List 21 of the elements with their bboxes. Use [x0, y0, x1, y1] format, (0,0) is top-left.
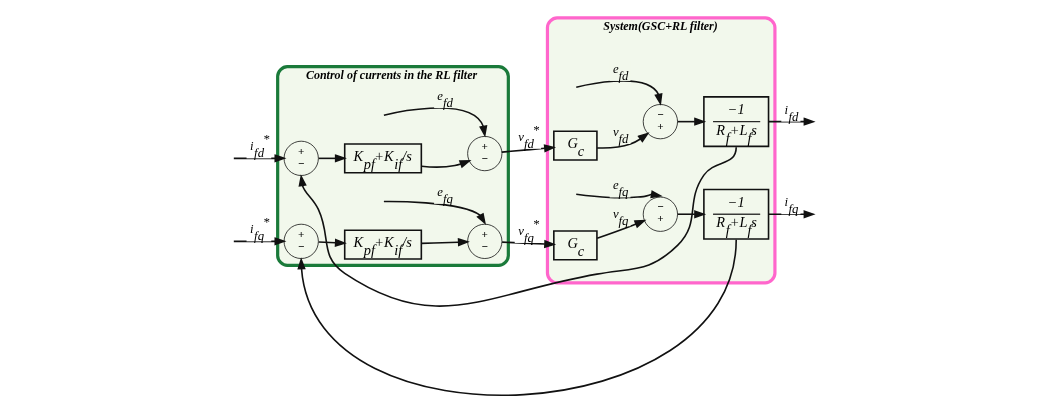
- arrow: [575, 190, 663, 199]
- arrow: [420, 238, 470, 247]
- arrow: [383, 200, 486, 226]
- arrow: [676, 210, 707, 219]
- arrow: [767, 210, 816, 219]
- arrow: [298, 146, 737, 307]
- arrow: [233, 154, 287, 163]
- node-circle: + −: [283, 140, 319, 176]
- arrow: [596, 219, 647, 240]
- node-circle: + −: [283, 223, 319, 259]
- arrow: [501, 239, 557, 249]
- arrow: [575, 80, 663, 106]
- arrow: [596, 132, 650, 149]
- node-circle: − +: [642, 104, 678, 140]
- node-circle: − +: [642, 196, 678, 232]
- node-circle: + −: [467, 136, 503, 172]
- node-circle: + −: [467, 223, 503, 259]
- arrow: [767, 117, 816, 126]
- arrow: [383, 107, 488, 138]
- arrow: [420, 160, 472, 169]
- arrow: [233, 237, 287, 246]
